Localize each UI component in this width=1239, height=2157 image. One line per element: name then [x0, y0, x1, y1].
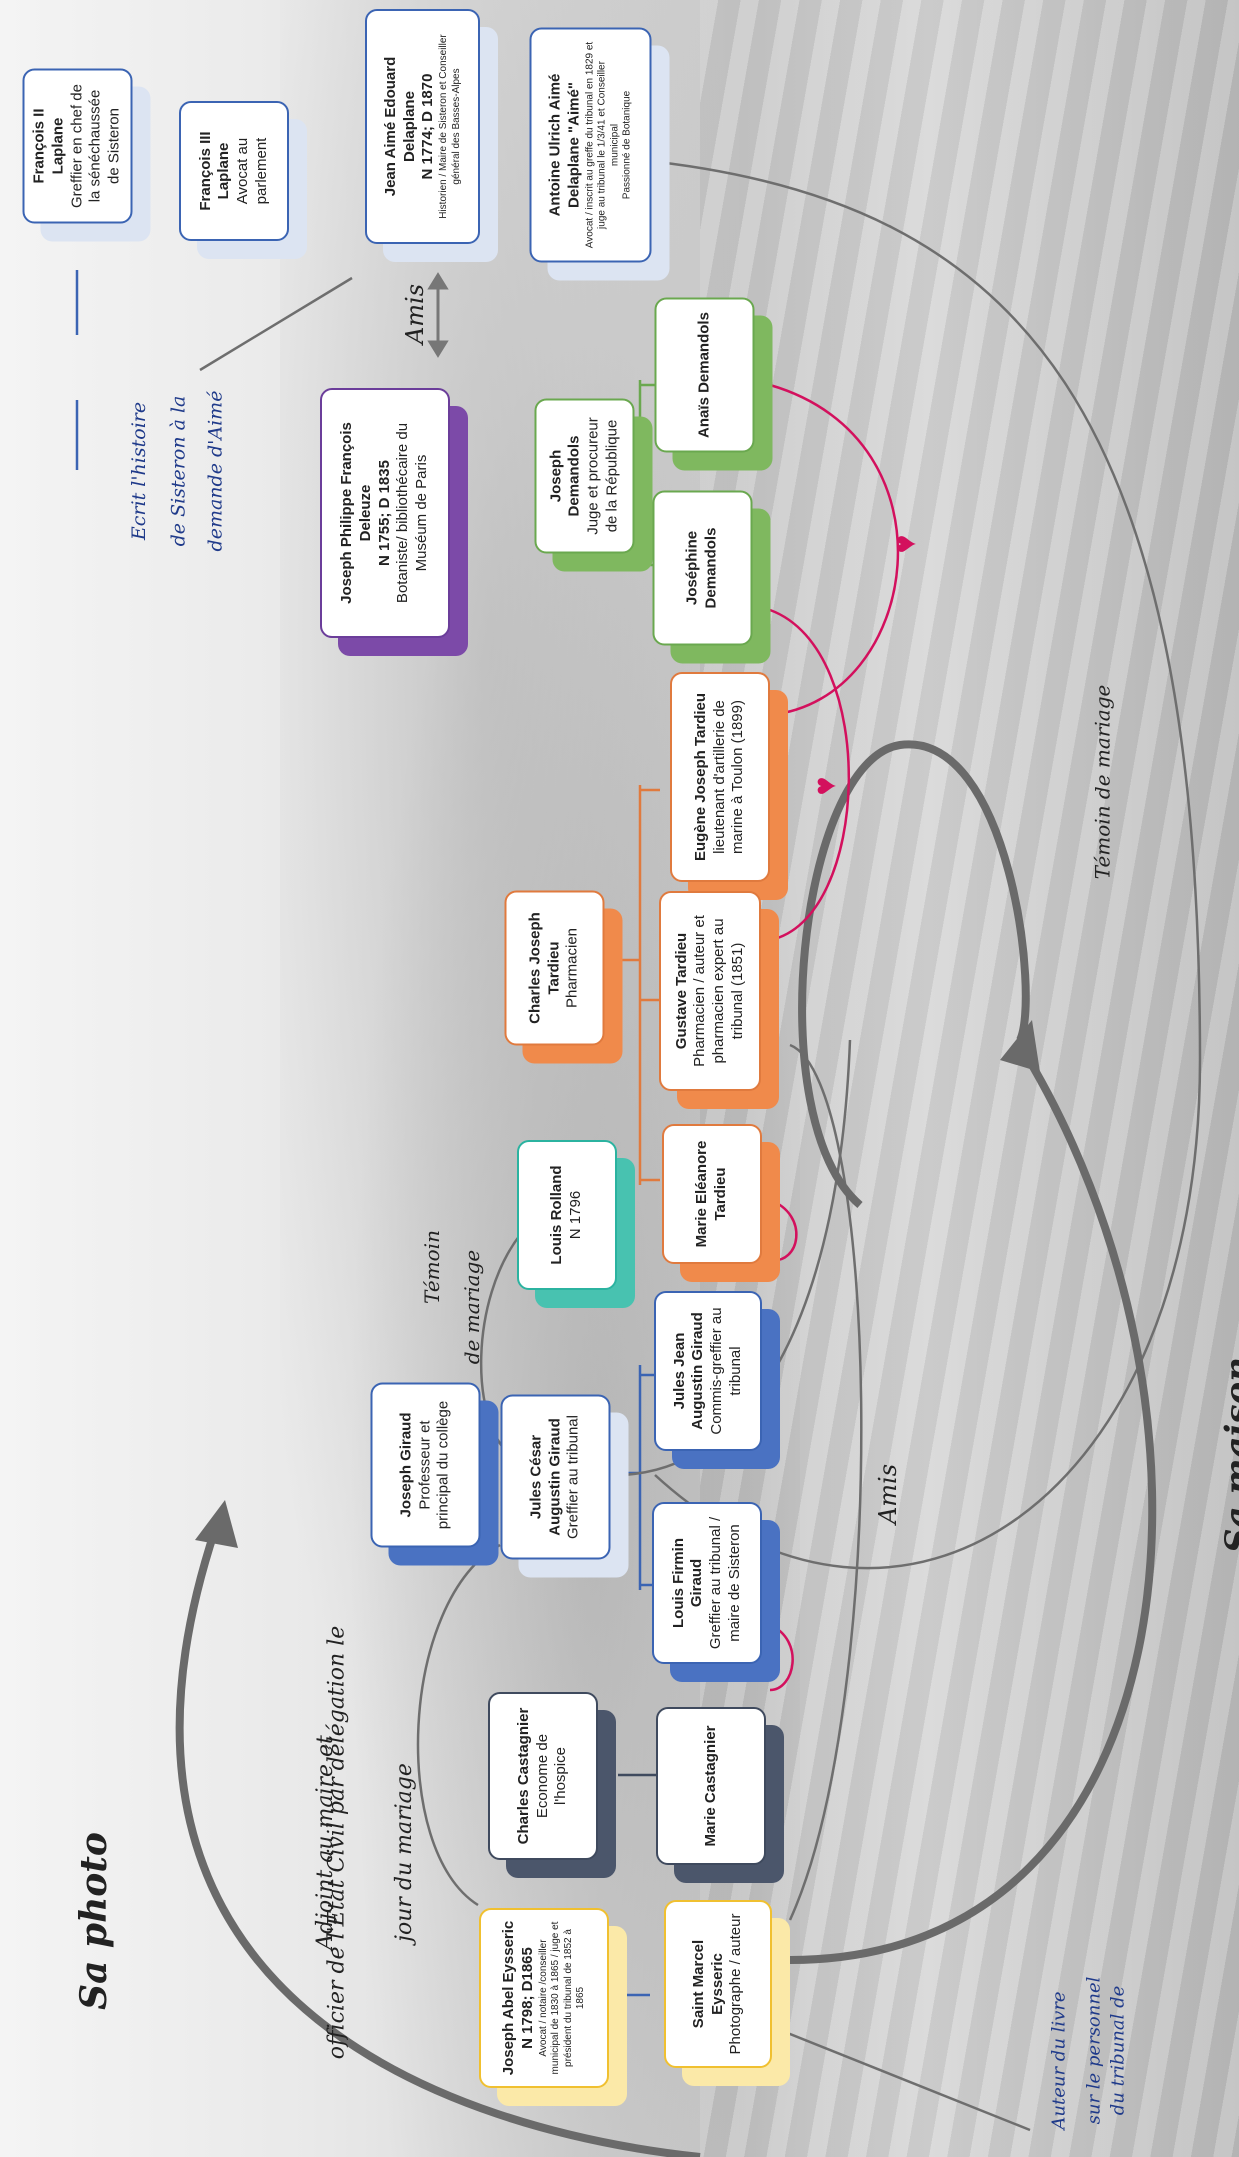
- curve-joseph-gustave: [619, 1039, 852, 1477]
- arc-marie-jules: [769, 1198, 798, 1262]
- heart-icon: ♥: [886, 534, 923, 554]
- label-temoin-right: Témoin de mariage: [1090, 684, 1115, 880]
- person-gustave-tardieu: Gustave Tardieu Pharmacien / auteur et p…: [659, 891, 761, 1091]
- label-auteur-2: sur le personnel: [1083, 1976, 1105, 2125]
- person-josephine-demandols: Joséphine Demandols: [652, 490, 753, 646]
- curve-adjoint: [416, 1543, 501, 1907]
- person-louis-firmin-giraud: Louis Firmin Giraud Greffier au tribunal…: [652, 1502, 762, 1664]
- label-adjoint-2: officier de l'Etat Civil par délégation …: [324, 1625, 350, 2060]
- person-saint-marcel-eysseric: Saint Marcel Eysseric Photographe / aute…: [664, 1900, 772, 2068]
- person-joseph-giraud: Joseph Giraud Professeur et principal du…: [370, 1382, 481, 1548]
- curve-amis-bottom: [788, 1043, 863, 1921]
- person-francois-iii-laplane: François III Laplane Avocat au parlement: [179, 101, 289, 241]
- line-ecrit-histoire: [199, 276, 353, 372]
- label-temoin-left-2: de mariage: [460, 1249, 485, 1365]
- label-adjoint-3: jour du mariage: [391, 1763, 417, 1942]
- label-auteur-3: du tribunal de: [1107, 1985, 1129, 2116]
- person-jules-cesar-augustin-giraud: Jules César Augustin Giraud Greffier au …: [500, 1394, 611, 1560]
- person-joseph-abel-eysseric: Joseph Abel Eysseric N 1798; D1865 Avoca…: [479, 1908, 609, 2088]
- arc-josephine-gustave: [769, 608, 851, 942]
- person-deleuze: Joseph Philippe François Deleuze N 1755;…: [320, 388, 450, 638]
- arrow-maison-loop: [798, 740, 1030, 1209]
- label-temoin-left-1: Témoin: [419, 1230, 444, 1304]
- curve-auteur: [779, 2028, 1031, 2132]
- person-eugene-tardieu: Eugène Joseph Tardieu lieutenant d'artil…: [670, 672, 770, 882]
- label-auteur-1: Auteur du livre: [1048, 1991, 1070, 2130]
- person-anais-demandols: Anaïs Demandols: [654, 297, 755, 453]
- person-charles-tardieu: Charles Joseph Tardieu Pharmacien: [504, 890, 605, 1046]
- label-sa-photo: Sa photo: [72, 1832, 115, 2010]
- person-marie-castagnier: Marie Castagnier: [656, 1707, 766, 1865]
- label-amis-bottom: Amis: [874, 1463, 903, 1525]
- person-jean-aime-delaplane: Jean Aimé Edouard Delaplane N 1774; D 18…: [365, 9, 480, 244]
- arrowhead-sa-photo: [195, 1500, 238, 1548]
- person-marie-eleonore-tardieu: Marie Eléanore Tardieu: [662, 1124, 762, 1264]
- person-jules-jean-augustin-giraud: Jules Jean Augustin Giraud Commis-greffi…: [654, 1291, 762, 1451]
- arrow-sa-photo: [175, 1528, 701, 2157]
- label-amis-top: Amis: [401, 283, 430, 345]
- person-louis-rolland: Louis Rolland N 1796: [517, 1140, 617, 1290]
- label-ecrit-2: de Sisteron à la: [167, 395, 190, 547]
- arc-marie-louis: [769, 1623, 794, 1692]
- person-francois-ii-laplane: François II Laplane Greffier en chef de …: [22, 68, 133, 224]
- label-ecrit-1: Ecrit l'histoire: [128, 401, 151, 541]
- arrowhead-sa-maison: [1000, 1020, 1040, 1072]
- arrow-sa-maison: [789, 1042, 1157, 1964]
- person-charles-castagnier: Charles Castagnier Econome de l'hospice: [488, 1692, 598, 1860]
- label-sa-maison: Sa maison: [1217, 1357, 1239, 1553]
- arc-anais-eugene: [769, 383, 900, 717]
- person-antoine-delaplane: Antoine Ulrich Aimé Delaplane "Aimé" Avo…: [529, 27, 652, 263]
- curve-aime-temoin: [639, 158, 1202, 1570]
- heart-icon: ♥: [806, 776, 843, 796]
- label-ecrit-3: demande d'Aimé: [204, 390, 227, 552]
- curve-temoin-left: [480, 1234, 521, 1456]
- person-joseph-demandols: Joseph Demandols Juge et procureur de la…: [534, 398, 635, 554]
